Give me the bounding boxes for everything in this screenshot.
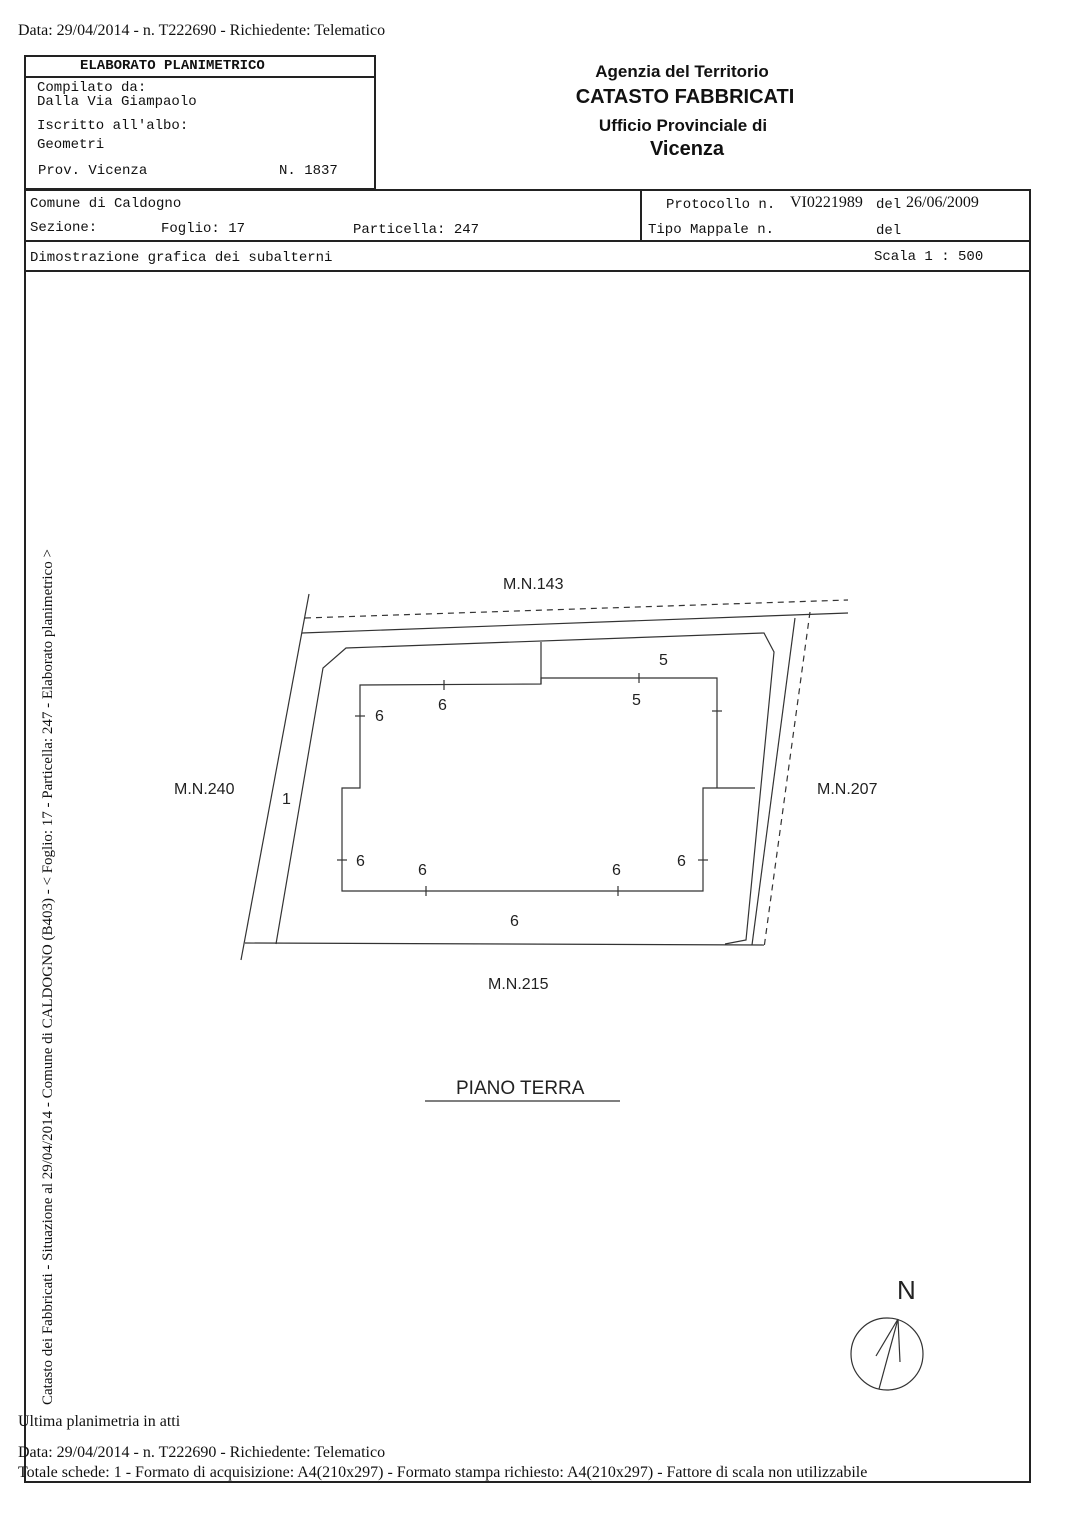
footer-data-line: Data: 29/04/2014 - n. T222690 - Richiede… bbox=[18, 1444, 386, 1461]
floor-label: PIANO TERRA bbox=[456, 1078, 585, 1099]
scala: Scala 1 : 500 bbox=[874, 249, 984, 265]
sub-6: 6 bbox=[510, 913, 519, 930]
sub-6: 6 bbox=[356, 853, 365, 870]
parcel-south bbox=[244, 942, 765, 946]
north-compass-circle bbox=[850, 1317, 924, 1391]
parcel-north bbox=[301, 612, 849, 634]
sub-6: 6 bbox=[418, 862, 427, 879]
main-frame bbox=[24, 189, 1031, 1483]
mn-south: M.N.215 bbox=[488, 976, 549, 993]
parcel-east-dashed bbox=[763, 611, 811, 949]
iscritto-value: Geometri bbox=[37, 137, 105, 153]
protocollo-date: 26/06/2009 bbox=[906, 194, 979, 211]
elaborato-title-divider bbox=[24, 76, 376, 78]
agency-line4: Vicenza bbox=[649, 138, 725, 160]
mn-west: M.N.240 bbox=[174, 781, 235, 798]
parcel-east bbox=[751, 617, 796, 946]
particella: Particella: 247 bbox=[353, 222, 480, 238]
demo-row-divider bbox=[24, 270, 1031, 272]
lot-outline bbox=[275, 632, 775, 945]
sezione: Sezione: bbox=[30, 220, 98, 236]
protocollo-divider bbox=[640, 189, 642, 241]
sub-5-inner: 5 bbox=[632, 692, 641, 709]
protocollo-del: del bbox=[876, 197, 902, 213]
foglio: Foglio: 17 bbox=[161, 221, 246, 237]
comune: Comune di Caldogno bbox=[30, 196, 182, 212]
agency-line2: CATASTO FABBRICATI bbox=[575, 86, 795, 108]
sub-6: 6 bbox=[677, 853, 686, 870]
footer-totale-line: Totale schede: 1 - Formato di acquisizio… bbox=[18, 1464, 868, 1481]
mn-north: M.N.143 bbox=[503, 576, 564, 593]
agency-line1: Agenzia del Territorio bbox=[595, 62, 769, 81]
sub-1: 1 bbox=[282, 791, 291, 808]
north-label: N bbox=[897, 1275, 916, 1305]
parcel-west-outer bbox=[240, 593, 310, 961]
info-row-divider bbox=[24, 240, 1031, 242]
parcel-north-dashed bbox=[304, 599, 849, 619]
protocollo-label: Protocollo n. bbox=[666, 197, 776, 213]
compilato-name: Dalla Via Giampaolo bbox=[37, 94, 197, 110]
elaborato-title: ELABORATO PLANIMETRICO bbox=[80, 58, 265, 74]
tipo-mappale: Tipo Mappale n. bbox=[648, 222, 775, 238]
compilato-label: Compilato da: bbox=[37, 80, 147, 96]
demo-title: Dimostrazione grafica dei subalterni bbox=[30, 250, 333, 266]
sub-6: 6 bbox=[438, 697, 447, 714]
numero-albo: N. 1837 bbox=[279, 163, 338, 179]
building-right-wall bbox=[540, 677, 718, 788]
sub-6: 6 bbox=[375, 708, 384, 725]
sub-6: 6 bbox=[612, 862, 621, 879]
tipo-del: del bbox=[876, 223, 902, 239]
header-line: Data: 29/04/2014 - n. T222690 - Richiede… bbox=[18, 22, 386, 39]
building-outline bbox=[341, 642, 755, 892]
protocollo-value: VI0221989 bbox=[790, 194, 863, 211]
iscritto-label: Iscritto all'albo: bbox=[37, 118, 189, 134]
prov-label: Prov. Vicenza bbox=[38, 163, 148, 179]
sub-5-top: 5 bbox=[659, 652, 668, 669]
mn-east: M.N.207 bbox=[817, 781, 878, 798]
agency-line3: Ufficio Provinciale di bbox=[598, 116, 768, 135]
ultima-planimetria: Ultima planimetria in atti bbox=[18, 1413, 181, 1430]
